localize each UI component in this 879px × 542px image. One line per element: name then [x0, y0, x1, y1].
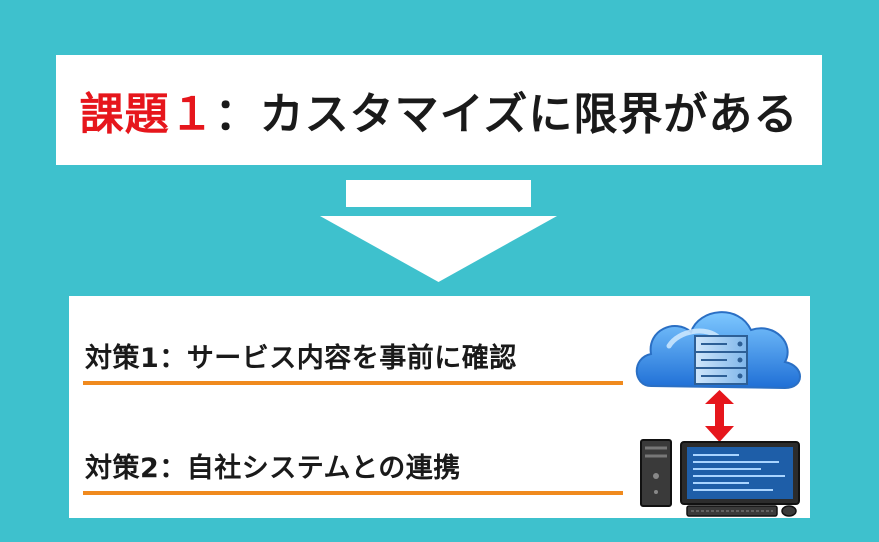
measure-2-text: 対策2：自社システムとの連携 [85, 453, 461, 484]
cloud-server-icon [635, 311, 801, 390]
measure-1: 対策1：サービス内容を事前に確認 [83, 336, 623, 385]
issue-label: 課題１ [79, 89, 215, 140]
measure-2: 対策2：自社システムとの連携 [83, 446, 623, 495]
issue-text: ：カスタマイズに限界がある [214, 89, 799, 140]
desktop-computer-icon [640, 439, 800, 517]
double-arrow-icon [705, 390, 734, 442]
measure-2-underline [83, 491, 623, 495]
measures-box: 対策1：サービス内容を事前に確認 対策2：自社システムとの連携 [69, 296, 810, 518]
down-arrow-icon [320, 180, 557, 282]
measure-1-text: 対策1：サービス内容を事前に確認 [85, 343, 517, 374]
issue-title-box: 課題１ ：カスタマイズに限界がある [56, 55, 822, 165]
cloud-computer-illustration [635, 311, 801, 517]
measure-1-underline [83, 381, 623, 385]
